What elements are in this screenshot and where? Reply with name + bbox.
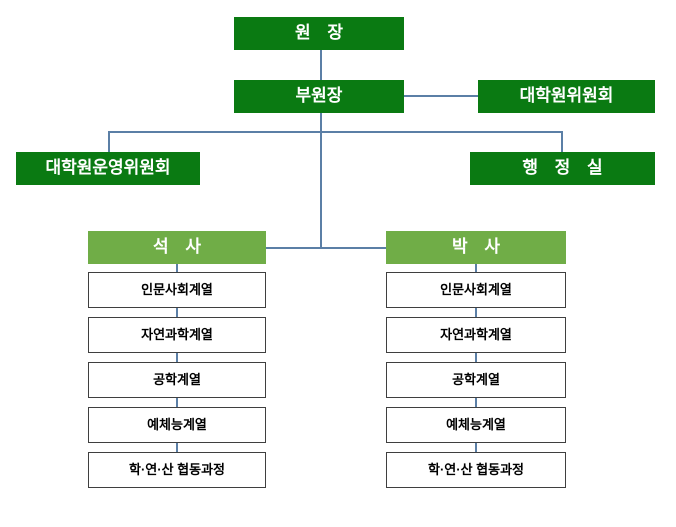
connector-director-to-vice (320, 50, 322, 80)
doctorate-program-connector-1 (475, 308, 477, 317)
connector-vice-to-graduate-committee (404, 95, 478, 97)
connector-bus-to-administration (561, 131, 563, 152)
masters-program-item[interactable]: 학·연·산 협동과정 (88, 452, 266, 488)
node-doctorate[interactable]: 박 사 (386, 231, 566, 264)
connector-bus-to-operating-committee (108, 131, 110, 152)
masters-program-item[interactable]: 자연과학계열 (88, 317, 266, 353)
doctorate-program-item[interactable]: 인문사회계열 (386, 272, 566, 308)
doctorate-program-connector-4 (475, 443, 477, 452)
node-vice-director[interactable]: 부원장 (234, 80, 404, 113)
node-director[interactable]: 원 장 (234, 17, 404, 50)
masters-program-connector-2 (176, 353, 178, 362)
doctorate-program-connector-3 (475, 398, 477, 407)
masters-program-connector-1 (176, 308, 178, 317)
masters-program-header-connector (176, 264, 178, 272)
doctorate-program-item[interactable]: 예체능계열 (386, 407, 566, 443)
doctorate-program-item[interactable]: 공학계열 (386, 362, 566, 398)
connector-bus-horizontal (108, 131, 562, 133)
connector-vice-to-bus (320, 112, 322, 132)
masters-program-connector-3 (176, 398, 178, 407)
node-graduate-committee[interactable]: 대학원위원회 (478, 80, 655, 113)
doctorate-program-connector-2 (475, 353, 477, 362)
connector-trunk-to-degree-level (320, 131, 322, 248)
node-administration-office[interactable]: 행 정 실 (470, 152, 655, 185)
doctorate-program-header-connector (475, 264, 477, 272)
doctorate-program-item[interactable]: 학·연·산 협동과정 (386, 452, 566, 488)
node-masters[interactable]: 석 사 (88, 231, 266, 264)
node-graduate-operating-committee[interactable]: 대학원운영위원회 (16, 152, 200, 185)
masters-program-item[interactable]: 예체능계열 (88, 407, 266, 443)
masters-program-item[interactable]: 인문사회계열 (88, 272, 266, 308)
masters-program-connector-4 (176, 443, 178, 452)
masters-program-item[interactable]: 공학계열 (88, 362, 266, 398)
doctorate-program-item[interactable]: 자연과학계열 (386, 317, 566, 353)
connector-masters-to-doctorate (266, 247, 386, 249)
